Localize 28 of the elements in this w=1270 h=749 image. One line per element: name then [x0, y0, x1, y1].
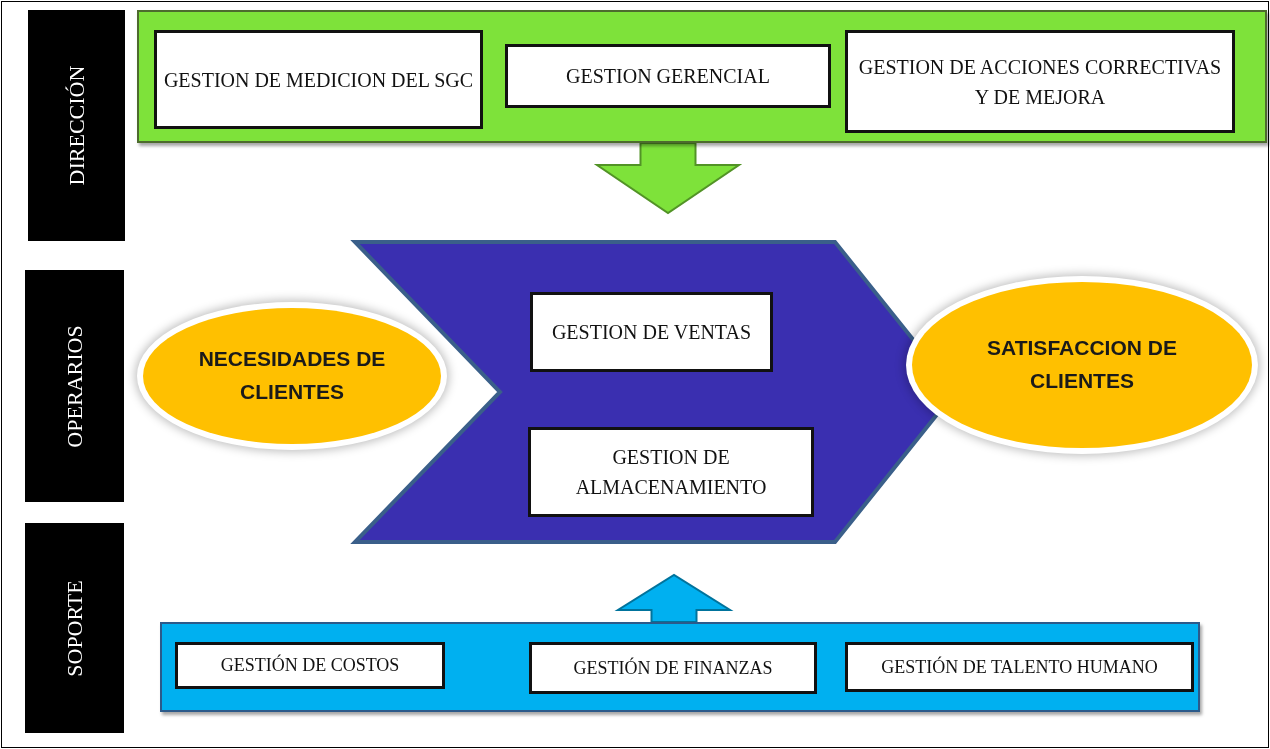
support-panel [160, 622, 1200, 712]
process-box [154, 30, 483, 129]
row-label [25, 523, 124, 733]
process-box [845, 30, 1235, 133]
label-text: GESTIÓN DE TALENTO HUMANO [881, 655, 1158, 679]
label-text: GESTION GERENCIAL [566, 64, 770, 89]
process-box [529, 642, 817, 694]
label-text: GESTION DE ALMACENAMIENTO [574, 445, 768, 500]
row-label-text: OPERARIOS [61, 324, 88, 448]
process-box [528, 427, 814, 517]
row-label-text: SOPORTE [61, 579, 88, 677]
label-text: SATISFACCION DE CLIENTES [986, 335, 1178, 394]
row-label [25, 270, 124, 502]
label-text: GESTIÓN DE FINANZAS [573, 656, 773, 680]
row-label-text: DIRECCIÓN [63, 65, 90, 186]
label-text: GESTION DE ACCIONES CORRECTIVAS Y DE MEJORA [857, 54, 1223, 110]
process-box [530, 292, 773, 372]
label-text: NECESIDADES DE CLIENTES [197, 346, 387, 405]
block-arrow [614, 573, 734, 623]
block-arrow [593, 142, 743, 215]
process-box [505, 44, 831, 108]
direction-panel [137, 10, 1267, 143]
row-label [28, 10, 125, 241]
label-text: GESTION DE VENTAS [551, 320, 752, 345]
process-box [175, 642, 445, 689]
label-text: GESTIÓN DE COSTOS [220, 653, 400, 677]
process-box [845, 642, 1194, 692]
label-text: GESTION DE MEDICION DEL SGC [163, 67, 474, 93]
